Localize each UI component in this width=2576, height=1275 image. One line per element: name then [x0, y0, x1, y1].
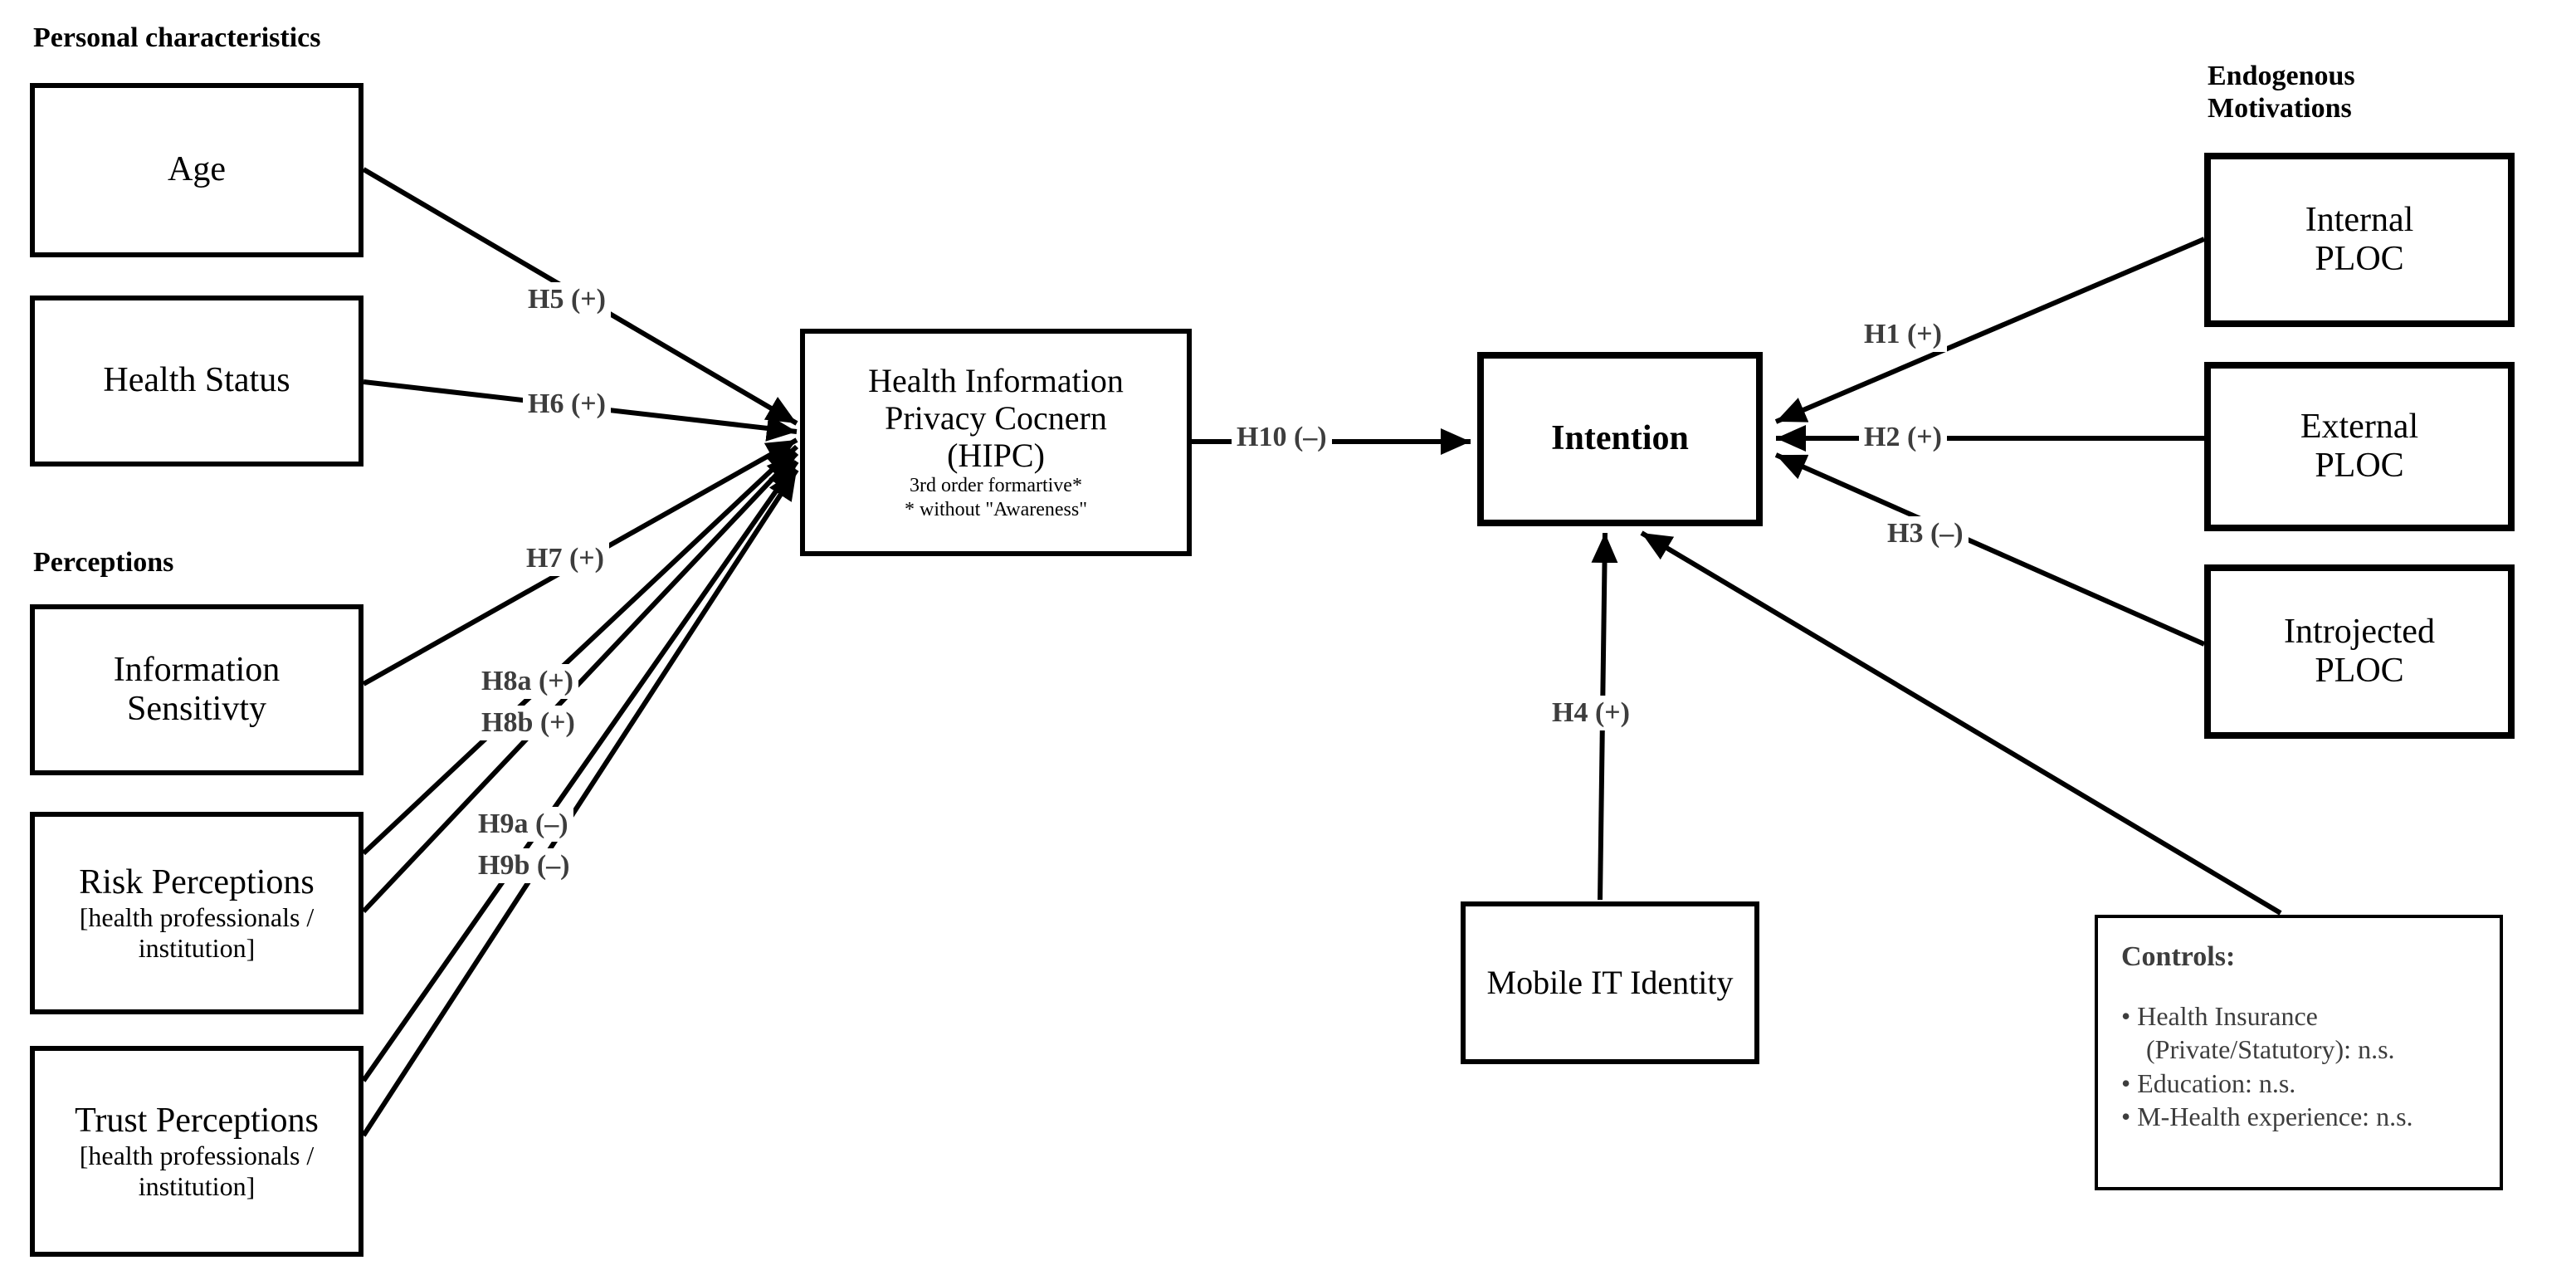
hypothesis-label-h10: H10 (–) [1232, 420, 1332, 455]
hypothesis-label-h1: H1 (+) [1859, 317, 1947, 352]
node-internal-ploc-line1: Internal [2305, 200, 2414, 239]
node-information-sensitivity-line1: Information [113, 650, 281, 689]
hypothesis-label-h2: H2 (+) [1859, 420, 1947, 455]
node-external-ploc-line1: External [2300, 407, 2419, 446]
section-label-perceptions: Perceptions [33, 547, 174, 578]
controls-item-mhealth-experience: M-Health experience: n.s. [2121, 1100, 2480, 1133]
node-external-ploc-line2: PLOC [2315, 447, 2404, 485]
node-mobile-it-identity: Mobile IT Identity [1461, 901, 1759, 1064]
node-trust-perceptions-sub1: [health professionals / [79, 1140, 315, 1170]
node-intention-label: Intention [1551, 419, 1689, 458]
endogenous-line1: Endogenous [2208, 61, 2355, 91]
hypothesis-label-h8b: H8b (+) [476, 706, 580, 740]
hypothesis-label-h9b: H9b (–) [473, 848, 575, 883]
edge-h8b [361, 451, 799, 914]
node-information-sensitivity: Information Sensitivty [30, 604, 363, 775]
node-mobile-it-identity-label: Mobile IT Identity [1486, 963, 1734, 1001]
hypothesis-label-h9a: H9a (–) [473, 807, 573, 842]
node-trust-perceptions-title: Trust Perceptions [75, 1101, 319, 1140]
node-health-status-label: Health Status [103, 361, 290, 400]
node-hipc-line1: Health Information [868, 362, 1124, 399]
node-introjected-ploc-line2: PLOC [2315, 652, 2404, 690]
node-age-label: Age [168, 150, 226, 189]
node-external-ploc: External PLOC [2204, 362, 2515, 531]
node-hipc-line3: (HIPC) [947, 436, 1045, 474]
controls-heading: Controls: [2121, 941, 2236, 972]
node-introjected-ploc-line1: Introjected [2284, 612, 2435, 651]
node-age: Age [30, 83, 363, 257]
edge-controls [1640, 530, 2282, 916]
node-hipc-line2: Privacy Cocnern [885, 398, 1107, 437]
node-hipc-note1: 3rd order formartive* [910, 475, 1082, 497]
node-risk-perceptions-sub1: [health professionals / [79, 901, 315, 932]
edge-h9a [361, 460, 799, 1082]
node-internal-ploc-line2: PLOC [2315, 240, 2404, 278]
edge-h9b [361, 468, 799, 1137]
node-risk-perceptions: Risk Perceptions [health professionals /… [30, 812, 363, 1014]
node-intention: Intention [1477, 352, 1763, 526]
node-risk-perceptions-title: Risk Perceptions [79, 862, 315, 901]
section-label-endogenous-motivations: Endogenous Motivations [2208, 60, 2355, 125]
endogenous-line2: Motivations [2208, 93, 2352, 125]
edge-h8a [361, 444, 799, 856]
node-hipc: Health Information Privacy Cocnern (HIPC… [800, 329, 1192, 556]
controls-item-health-insurance: Health Insurance (Private/Statutory): n.… [2121, 999, 2480, 1067]
section-label-personal-characteristics: Personal characteristics [33, 22, 321, 53]
edge-h3 [1774, 452, 2206, 647]
hypothesis-label-h3: H3 (–) [1882, 516, 1969, 551]
controls-list: Health Insurance (Private/Statutory): n.… [2121, 999, 2480, 1133]
node-trust-perceptions-sub2: institution] [138, 1170, 256, 1201]
node-hipc-note2: * without "Awareness" [904, 499, 1088, 521]
node-trust-perceptions: Trust Perceptions [health professionals … [30, 1046, 363, 1257]
hypothesis-label-h5: H5 (+) [523, 282, 611, 317]
edge-h1 [1774, 237, 2206, 424]
hypothesis-label-h6: H6 (+) [523, 387, 611, 422]
node-risk-perceptions-sub2: institution] [138, 932, 256, 963]
hypothesis-label-h8a: H8a (+) [476, 664, 578, 699]
node-introjected-ploc: Introjected PLOC [2204, 564, 2515, 739]
hypothesis-label-h7: H7 (+) [521, 541, 609, 576]
hypothesis-label-h4: H4 (+) [1547, 696, 1635, 730]
node-internal-ploc: Internal PLOC [2204, 153, 2515, 327]
controls-item-education: Education: n.s. [2121, 1067, 2480, 1100]
node-information-sensitivity-line2: Sensitivty [126, 690, 267, 728]
node-health-status: Health Status [30, 296, 363, 467]
node-controls: Controls: Health Insurance (Private/Stat… [2095, 915, 2503, 1190]
